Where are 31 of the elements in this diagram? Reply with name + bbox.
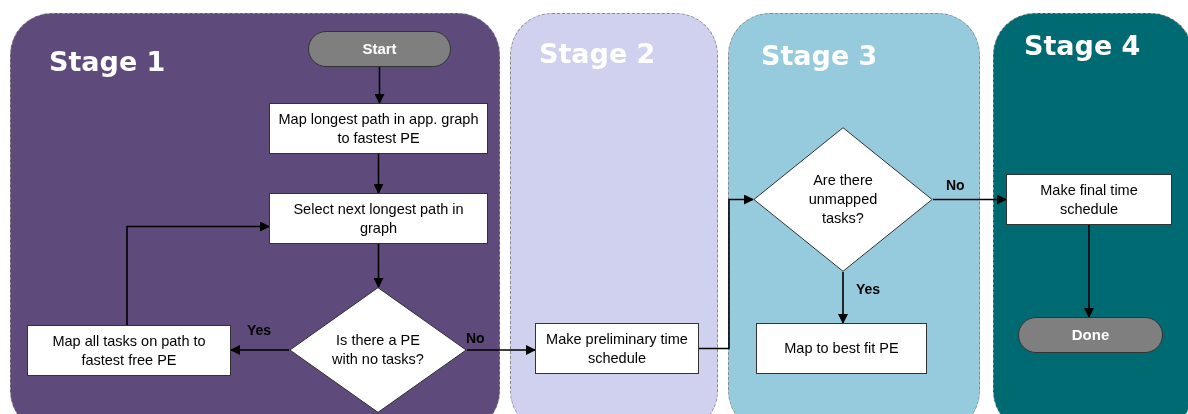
stage-heading: Stage 4 <box>1024 30 1141 61</box>
arrow <box>230 345 290 355</box>
decision-diamond: Is there a PE with no tasks? <box>289 287 467 413</box>
process-box: Map longest path in app. graph to fastest PE <box>269 103 488 154</box>
decision-diamond: Are there unmapped tasks? <box>753 127 933 272</box>
process-box: Map all tasks on path to fastest free PE <box>27 325 231 376</box>
edge-label: No <box>466 330 485 346</box>
arrow <box>373 153 384 194</box>
edge-label: Yes <box>247 322 272 338</box>
arrow <box>838 271 848 324</box>
process-box: Map to best fit PE <box>756 323 927 374</box>
arrow <box>1084 224 1094 318</box>
arrow <box>932 194 1007 205</box>
edge-label: No <box>946 177 965 193</box>
stage-panel <box>510 13 718 414</box>
stage-panel <box>728 13 980 414</box>
stage-heading: Stage 1 <box>49 46 166 77</box>
stage-heading: Stage 3 <box>761 40 878 71</box>
process-box: Make preliminary time schedule <box>535 323 699 374</box>
arrow <box>373 243 384 288</box>
arrow <box>126 221 270 326</box>
arrow <box>466 345 536 355</box>
process-box: Make final time schedule <box>1006 174 1172 225</box>
process-box: Select next longest path in graph <box>269 193 488 244</box>
terminator-pill: Done <box>1018 317 1163 353</box>
arrow <box>374 66 385 104</box>
stage-panel <box>993 13 1188 414</box>
arrow <box>698 194 754 350</box>
stage-panel <box>10 13 500 414</box>
edge-label: Yes <box>856 281 881 297</box>
terminator-pill: Start <box>308 31 451 67</box>
